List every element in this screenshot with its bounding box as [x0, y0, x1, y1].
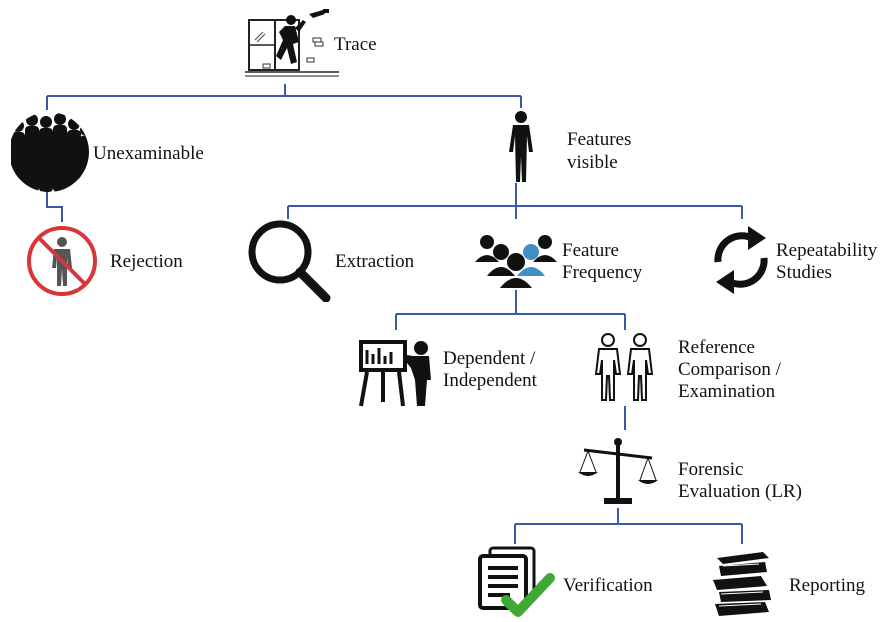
unexaminable-label: Unexaminable [93, 143, 204, 164]
features-label-line2: visible [567, 152, 618, 173]
cycle-arrows-icon [714, 226, 768, 294]
crime-scene-icon [245, 9, 339, 77]
connector-unexaminable-rejection [46, 190, 63, 222]
evaluation-label-line1: Forensic [678, 459, 744, 480]
repeatability-label-line1: Repeatability [776, 240, 878, 261]
features-label-line1: Features [567, 129, 632, 150]
rejection-label: Rejection [110, 251, 183, 272]
two-persons-outline-icon [594, 333, 654, 401]
dependent-label-line2: Independent [443, 370, 537, 391]
magnifier-icon [248, 220, 331, 302]
evaluation-label-line2: Evaluation (LR) [678, 481, 802, 502]
reference-label-line1: Reference [678, 337, 755, 358]
group-people-icon [475, 235, 557, 288]
frequency-label-line2: Frequency [562, 262, 643, 283]
verification-label: Verification [563, 575, 653, 596]
scales-icon [578, 438, 658, 504]
trace-label: Trace [334, 34, 377, 55]
crowd-silhouette-icon [11, 113, 89, 192]
document-check-icon [478, 546, 555, 617]
reference-label-line3: Examination [678, 381, 776, 402]
book-stack-icon [713, 552, 771, 616]
reporting-label: Reporting [789, 575, 865, 596]
person-silhouette-icon [509, 111, 533, 182]
extraction-label: Extraction [335, 251, 415, 272]
prohibited-person-icon [27, 226, 97, 296]
dependent-label-line1: Dependent / [443, 348, 536, 369]
presenter-board-icon [359, 340, 431, 407]
frequency-label-line1: Feature [562, 240, 619, 261]
reference-label-line2: Comparison / [678, 359, 781, 380]
repeatability-label-line2: Studies [776, 262, 832, 283]
